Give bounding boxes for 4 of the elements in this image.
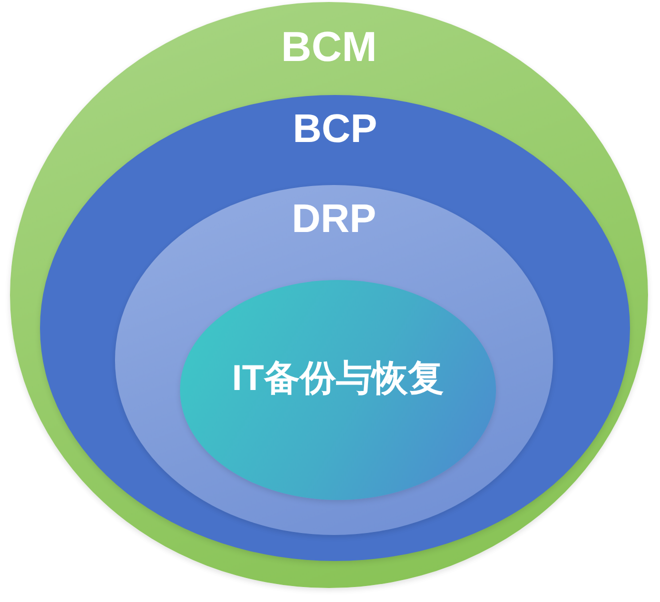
ellipse-label: BCM (280, 24, 378, 70)
ellipse-label: BCP (292, 107, 378, 151)
ellipse-label: DRP (290, 197, 378, 241)
ellipse-label: IT备份与恢复 (231, 358, 445, 398)
